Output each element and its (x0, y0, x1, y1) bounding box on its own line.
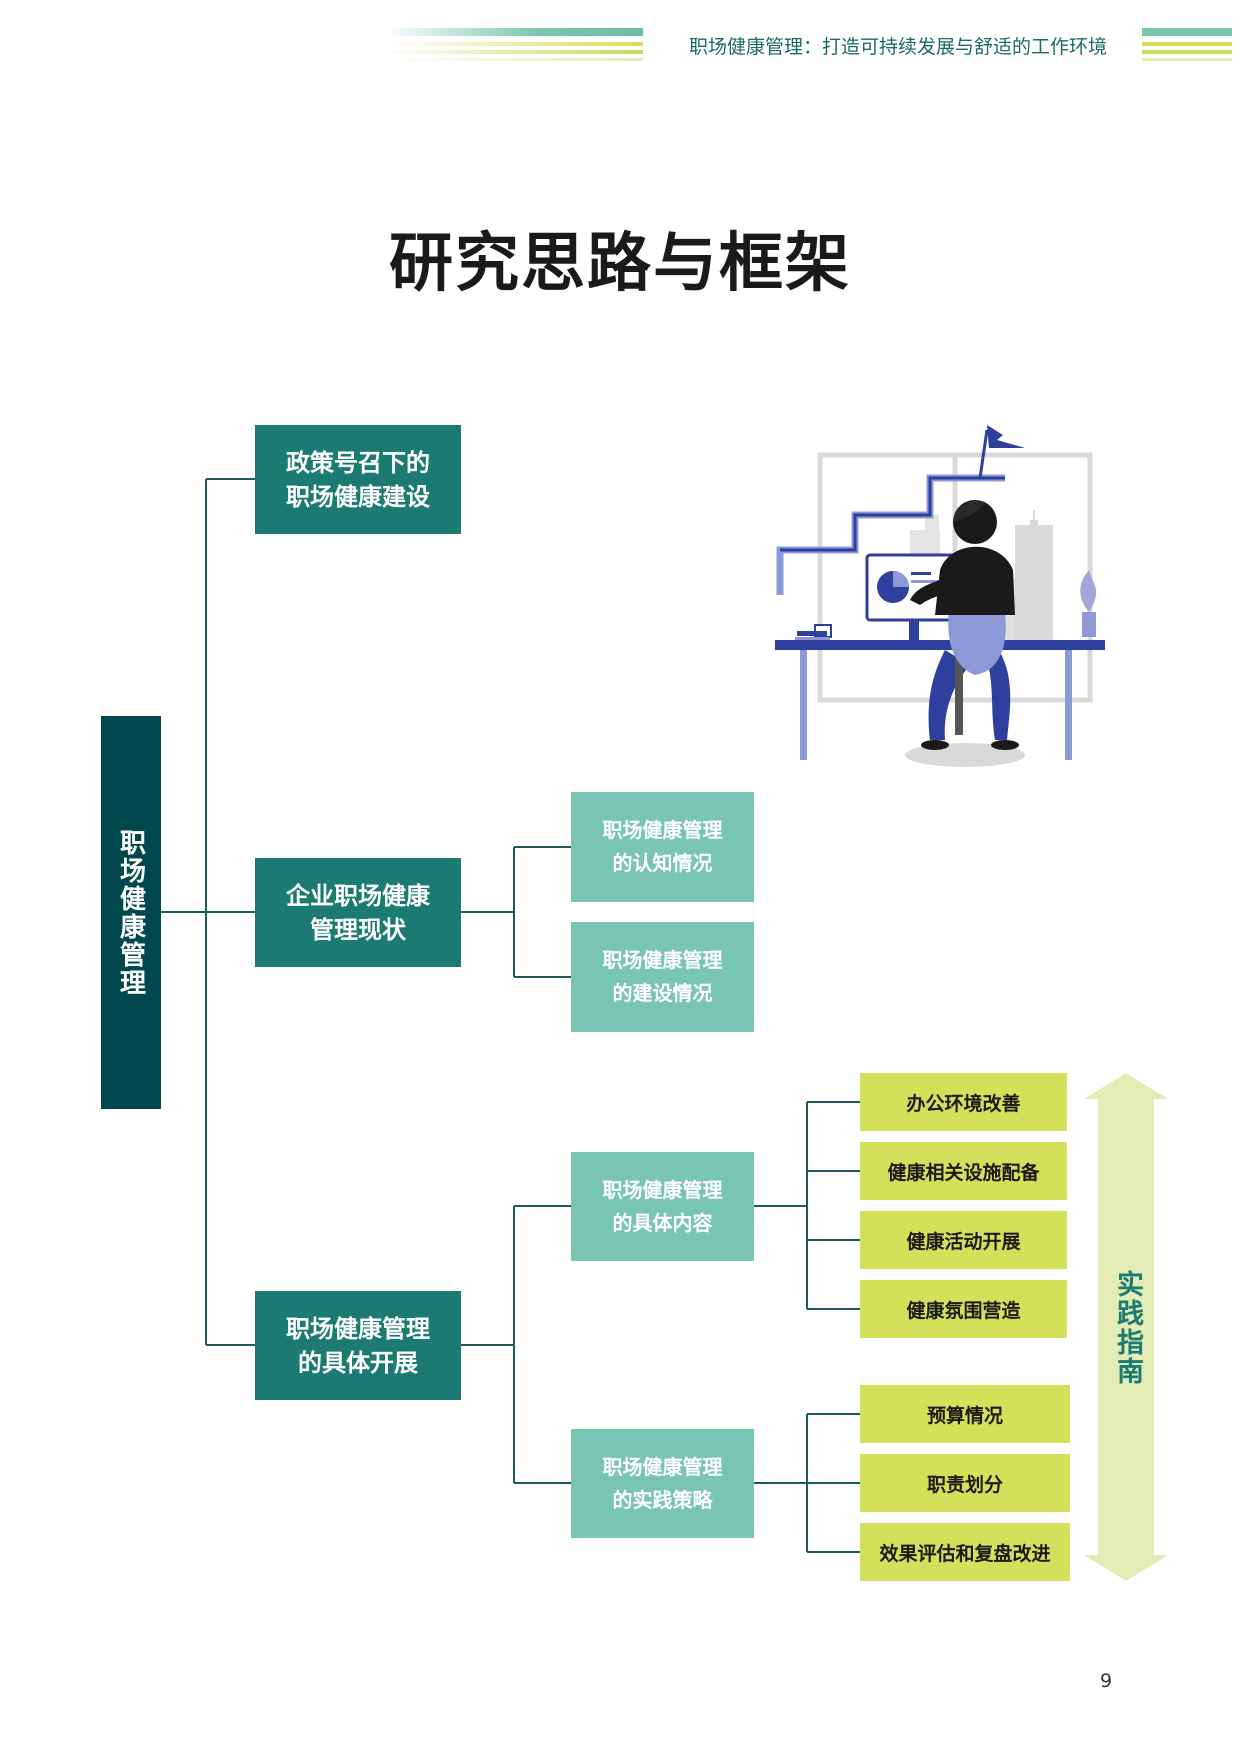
practice-guide-label: 实践指南 (1112, 1270, 1143, 1386)
level3-node-evaluation: 效果评估和复盘改进 (860, 1523, 1070, 1581)
root-node: 职场健康管理 (101, 716, 161, 1109)
root-label: 职场健康管理 (115, 828, 146, 997)
page-title: 研究思路与框架 (389, 227, 851, 301)
level2-node-strategy: 职场健康管理 的实践策略 (571, 1429, 754, 1538)
level2-node-content: 职场健康管理 的具体内容 (571, 1152, 754, 1261)
level3-node-atmosphere: 健康氛围营造 (860, 1280, 1067, 1338)
header-stripes-right (1142, 28, 1232, 66)
header-title: 职场健康管理：打造可持续发展与舒适的工作环境 (689, 36, 1108, 58)
level2-node-awareness: 职场健康管理 的认知情况 (571, 792, 754, 902)
office-worker-illustration (775, 425, 1105, 767)
level1-node-implementation: 职场健康管理 的具体开展 (255, 1291, 461, 1400)
level3-node-office-environment: 办公环境改善 (860, 1073, 1067, 1131)
level2-node-construction: 职场健康管理 的建设情况 (571, 922, 754, 1032)
page-number: 9 (1100, 1670, 1113, 1692)
level1-node-status: 企业职场健康 管理现状 (255, 858, 461, 967)
level3-node-facilities: 健康相关设施配备 (860, 1142, 1067, 1200)
level3-node-budget: 预算情况 (860, 1385, 1070, 1443)
level1-node-policy: 政策号召下的 职场健康建设 (255, 425, 461, 534)
level3-node-responsibility: 职责划分 (860, 1454, 1070, 1512)
header-stripes-left (385, 28, 643, 66)
double-arrow-icon (1084, 1073, 1168, 1581)
level3-node-activities: 健康活动开展 (860, 1211, 1067, 1269)
